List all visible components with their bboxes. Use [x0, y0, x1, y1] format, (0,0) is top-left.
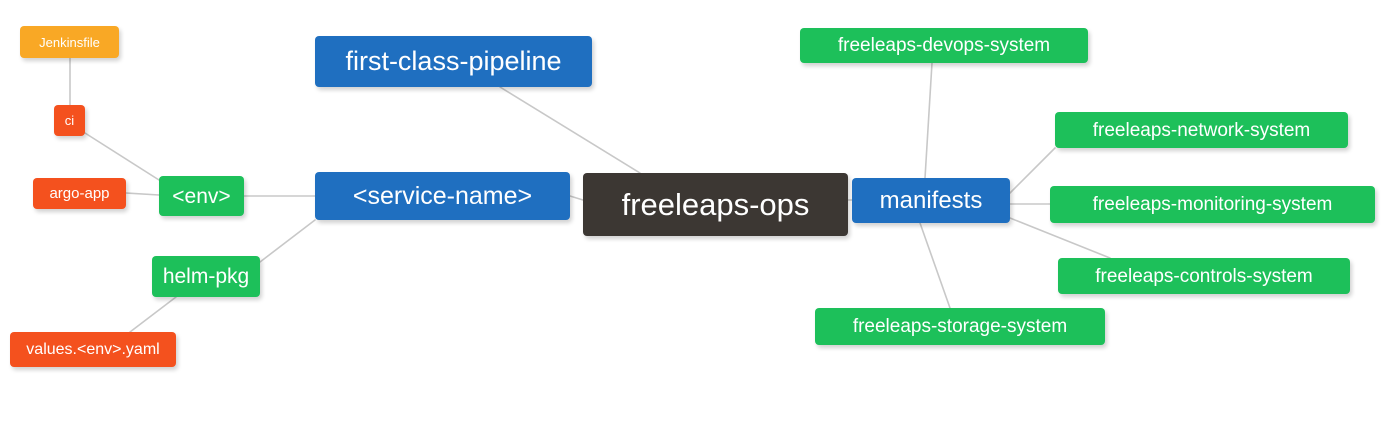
edge-argo-app-to-env [125, 192, 160, 196]
node-freeleaps-controls-system[interactable]: freeleaps-controls-system [1058, 258, 1350, 294]
node-freeleaps-devops-system[interactable]: freeleaps-devops-system [800, 28, 1088, 63]
node-first-class-pipeline[interactable]: first-class-pipeline [315, 36, 592, 87]
node-freeleaps-network-system[interactable]: freeleaps-network-system [1055, 112, 1348, 148]
node-service-name[interactable]: <service-name> [315, 172, 570, 220]
edge-manifests-to-freeleaps-controls-system [1009, 217, 1111, 259]
node-helm-pkg[interactable]: helm-pkg [152, 256, 260, 297]
edge-first-class-pipeline-to-freeleaps-ops [499, 86, 641, 174]
edge-ci-to-env [84, 132, 160, 181]
node-freeleaps-storage-system[interactable]: freeleaps-storage-system [815, 308, 1105, 345]
edge-manifests-to-freeleaps-network-system [1009, 147, 1056, 194]
edge-service-name-to-helm-pkg [259, 219, 316, 263]
node-freeleaps-monitoring-system[interactable]: freeleaps-monitoring-system [1050, 186, 1375, 223]
node-jenkinsfile[interactable]: Jenkinsfile [20, 26, 119, 58]
node-ci[interactable]: ci [54, 105, 85, 136]
node-freeleaps-ops[interactable]: freeleaps-ops [583, 173, 848, 236]
node-env[interactable]: <env> [159, 176, 244, 216]
edge-helm-pkg-to-values-env-yaml [129, 296, 177, 333]
edge-manifests-to-freeleaps-storage-system [919, 222, 951, 309]
node-argo-app[interactable]: argo-app [33, 178, 126, 209]
node-values-env-yaml[interactable]: values.<env>.yaml [10, 332, 176, 367]
node-manifests[interactable]: manifests [852, 178, 1010, 223]
edge-service-name-to-freeleaps-ops [569, 195, 584, 201]
edge-manifests-to-freeleaps-devops-system [924, 62, 933, 179]
